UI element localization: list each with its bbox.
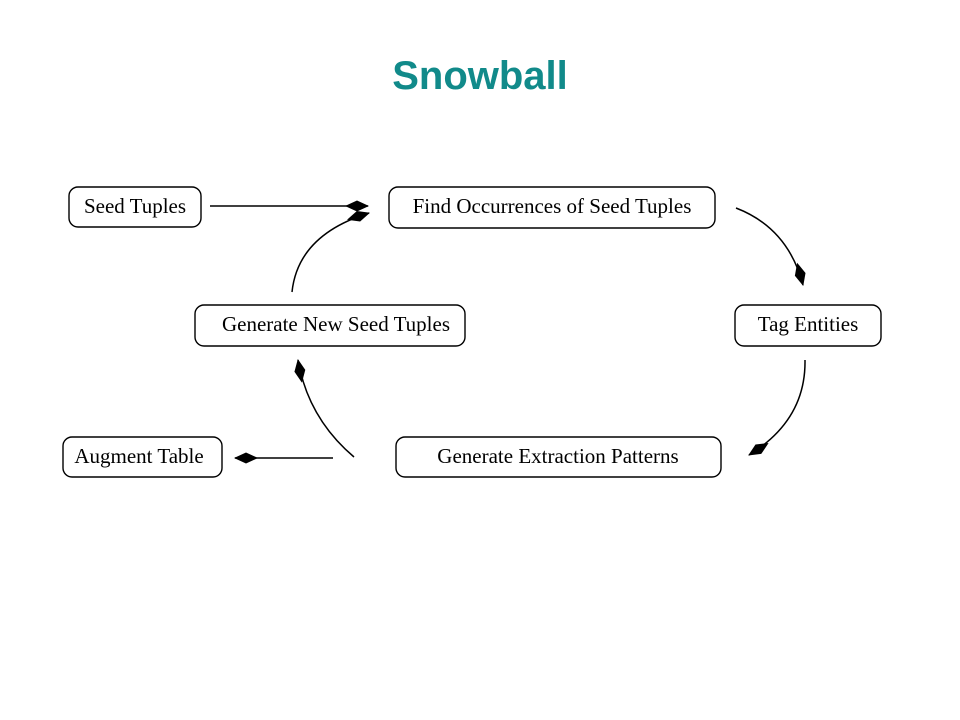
node-generate-new-seed-tuples: Generate New Seed Tuples [194, 304, 466, 347]
node-find-occurrences: Find Occurrences of Seed Tuples [388, 186, 716, 229]
node-tag-entities: Tag Entities [734, 304, 882, 347]
node-label: Augment Table [74, 444, 203, 468]
node-label: Generate New Seed Tuples [222, 312, 450, 336]
node-label: Find Occurrences of Seed Tuples [413, 194, 692, 218]
slide-title: Snowball [392, 54, 568, 98]
node-label: Seed Tuples [84, 194, 186, 218]
node-label: Generate Extraction Patterns [437, 444, 678, 468]
node-generate-extraction-patterns: Generate Extraction Patterns [395, 436, 722, 478]
node-label: Tag Entities [758, 312, 859, 336]
node-seed-tuples: Seed Tuples [68, 186, 202, 228]
edge-patterns-to-new-seeds [294, 359, 355, 458]
node-augment-table: Augment Table [62, 436, 223, 478]
edge-tag-to-patterns [748, 359, 806, 456]
edge-find-to-tag [735, 207, 806, 286]
edge-new-seeds-to-find [291, 211, 370, 293]
